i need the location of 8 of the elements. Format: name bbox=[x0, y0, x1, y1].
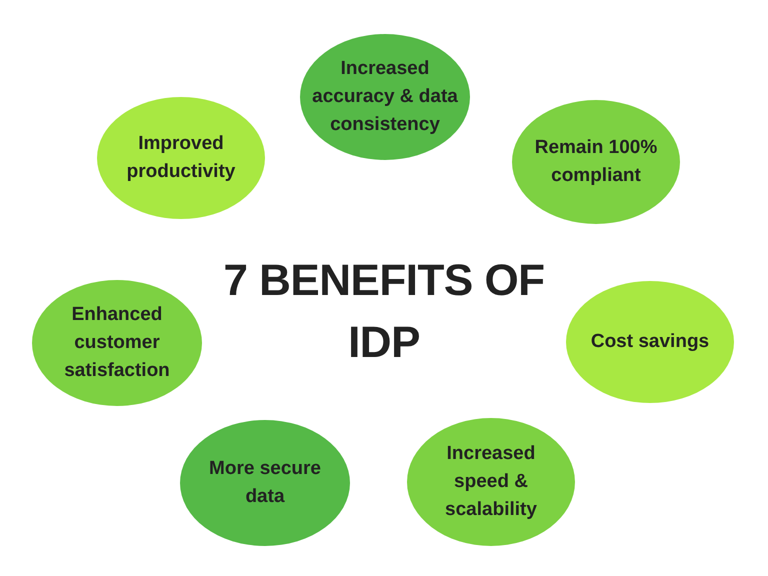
benefit-text: More secure data bbox=[208, 457, 322, 509]
benefit-text: Cost savings bbox=[590, 330, 710, 354]
benefit-text: Remain 100% compliant bbox=[534, 136, 658, 188]
diagram-title: 7 BENEFITS OF IDP bbox=[222, 255, 546, 369]
benefit-text: Improved productivity bbox=[126, 132, 236, 184]
benefit-text: Enhanced customer satisfaction bbox=[63, 303, 171, 383]
benefit-text: Increased speed & scalability bbox=[444, 442, 538, 522]
benefit-text: Increased accuracy & data consistency bbox=[311, 57, 459, 137]
